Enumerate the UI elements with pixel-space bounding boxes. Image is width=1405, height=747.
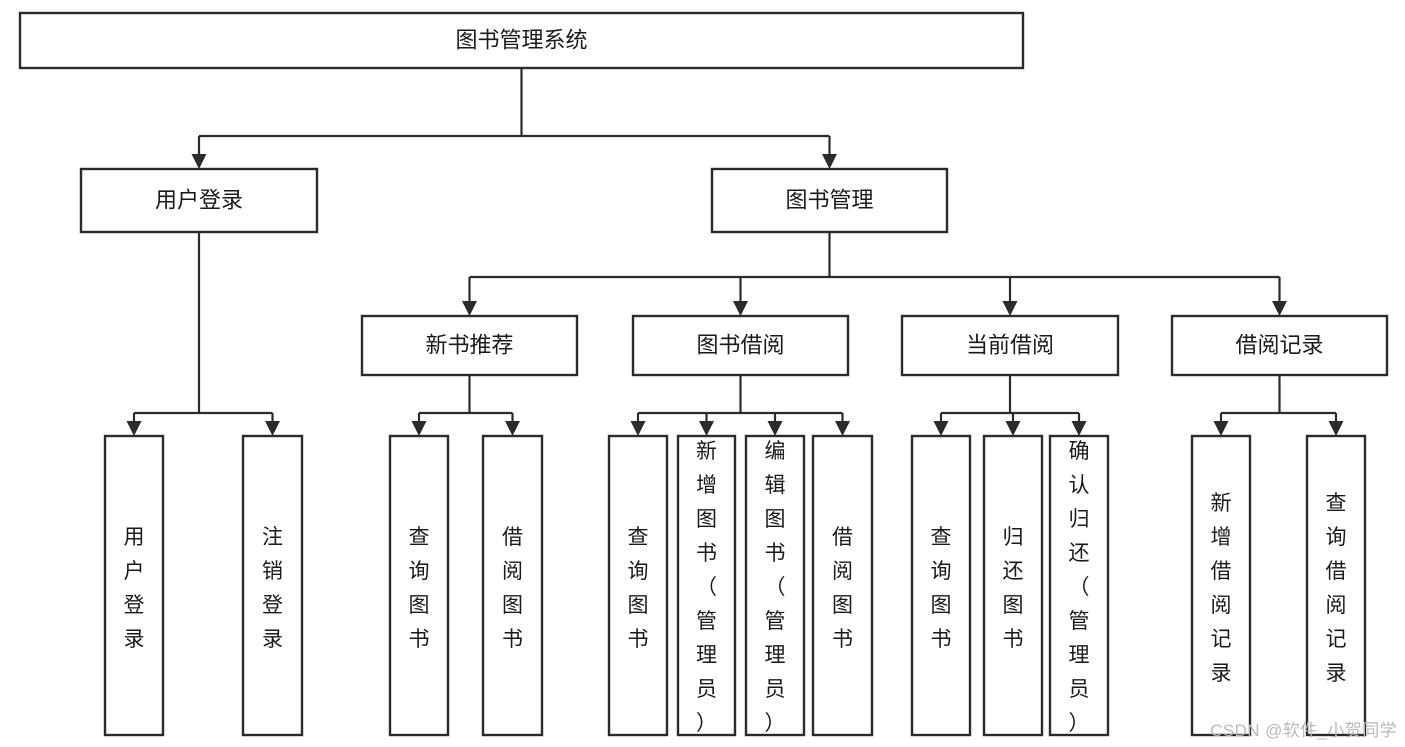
- node-box-leaf-query-book-2: [607, 434, 669, 737]
- leafgrp-current-borrow-arrow-0: [933, 421, 949, 436]
- node-leaf-query-book-2[interactable]: 查询图书: [607, 434, 669, 737]
- node-leaf-query-borrow-record[interactable]: 查询借阅记录: [1305, 434, 1367, 737]
- node-box-book-borrow: [631, 314, 850, 377]
- node-box-leaf-borrow-book-2: [811, 434, 874, 737]
- root-to-level2-arrow-0: [191, 154, 207, 169]
- node-layer: 图书管理系统用户登录图书管理新书推荐图书借阅当前借阅借阅记录用户登录注销登录查询…: [18, 11, 1389, 737]
- node-label-leaf-borrow-book-1: 借阅图书: [502, 526, 523, 651]
- node-box-leaf-query-book-3: [910, 434, 972, 737]
- node-leaf-user-login[interactable]: 用户登录: [103, 434, 165, 737]
- node-box-leaf-add-book-admin: [676, 434, 737, 737]
- node-box-leaf-add-borrow-record: [1190, 434, 1252, 737]
- node-label-current-borrow: 当前借阅: [966, 332, 1054, 357]
- node-label-leaf-query-borrow-record: 查询借阅记录: [1326, 492, 1347, 685]
- node-new-book-recommend[interactable]: 新书推荐: [360, 314, 579, 377]
- node-label-leaf-query-book-1: 查询图书: [409, 526, 430, 651]
- node-label-book-borrow: 图书借阅: [696, 332, 784, 357]
- leafgrp-book-borrow-arrow-3: [835, 421, 850, 436]
- node-box-root: [18, 11, 1025, 70]
- node-leaf-return-book[interactable]: 归还图书: [982, 434, 1044, 737]
- bookmgmt-to-level3-arrow-1: [733, 301, 748, 316]
- node-label-leaf-logout: 注销登录: [262, 526, 283, 651]
- leafgrp-book-borrow-arrow-1: [699, 421, 714, 436]
- node-leaf-add-book-admin[interactable]: 新增图书（管理员）: [676, 434, 737, 737]
- node-leaf-add-borrow-record[interactable]: 新增借阅记录: [1190, 434, 1252, 737]
- node-label-leaf-add-book-admin: 新增图书（管理员）: [696, 440, 717, 735]
- node-user-login[interactable]: 用户登录: [79, 167, 319, 234]
- node-box-new-book-recommend: [360, 314, 579, 377]
- node-label-leaf-edit-book-admin: 编辑图书（管理员）: [765, 440, 786, 735]
- node-leaf-query-book-1[interactable]: 查询图书: [388, 434, 450, 737]
- node-label-leaf-add-borrow-record: 新增借阅记录: [1211, 492, 1232, 685]
- node-box-user-login: [79, 167, 319, 234]
- node-leaf-confirm-return-admin[interactable]: 确认归还（管理员）: [1048, 434, 1110, 737]
- leafgrp-current-borrow-arrow-2: [1071, 421, 1087, 436]
- node-label-leaf-confirm-return-admin: 确认归还（管理员）: [1069, 440, 1090, 735]
- leafgrp-book-borrow-arrow-2: [767, 421, 783, 436]
- node-box-leaf-query-book-1: [388, 434, 450, 737]
- connector-layer: [126, 68, 1344, 436]
- leafgrp-borrow-record-arrow-0: [1213, 421, 1229, 436]
- csdn-watermark: CSDN @软件_小贺同学: [1210, 721, 1397, 740]
- leafgrp-borrow-record-arrow-1: [1328, 421, 1344, 436]
- node-root[interactable]: 图书管理系统: [18, 11, 1025, 70]
- leafgrp-user-login-arrow-0: [126, 421, 142, 436]
- node-box-leaf-query-borrow-record: [1305, 434, 1367, 737]
- node-book-borrow[interactable]: 图书借阅: [631, 314, 850, 377]
- node-box-leaf-borrow-book-1: [481, 434, 544, 737]
- node-box-current-borrow: [900, 314, 1120, 377]
- node-box-leaf-edit-book-admin: [744, 434, 806, 737]
- node-leaf-borrow-book-2[interactable]: 借阅图书: [811, 434, 874, 737]
- node-box-book-management: [710, 167, 949, 234]
- node-label-user-login: 用户登录: [155, 187, 243, 212]
- node-box-leaf-user-login: [103, 434, 165, 737]
- node-label-leaf-borrow-book-2: 借阅图书: [832, 526, 853, 651]
- node-label-borrow-record: 借阅记录: [1235, 332, 1323, 357]
- bookmgmt-to-level3-arrow-2: [1002, 301, 1018, 316]
- node-leaf-borrow-book-1[interactable]: 借阅图书: [481, 434, 544, 737]
- node-box-borrow-record: [1170, 314, 1389, 377]
- node-leaf-edit-book-admin[interactable]: 编辑图书（管理员）: [744, 434, 806, 737]
- node-current-borrow[interactable]: 当前借阅: [900, 314, 1120, 377]
- leafgrp-user-login-arrow-1: [265, 421, 280, 436]
- node-label-leaf-user-login: 用户登录: [124, 526, 145, 651]
- node-label-new-book-recommend: 新书推荐: [425, 332, 513, 357]
- node-label-root: 图书管理系统: [455, 27, 587, 52]
- node-leaf-logout[interactable]: 注销登录: [241, 434, 304, 737]
- leafgrp-new-book-recommend-arrow-0: [411, 421, 427, 436]
- bookmgmt-to-level3-arrow-0: [462, 301, 477, 316]
- leafgrp-current-borrow-arrow-1: [1005, 421, 1021, 436]
- leafgrp-new-book-recommend-arrow-1: [505, 421, 520, 436]
- node-book-management[interactable]: 图书管理: [710, 167, 949, 234]
- node-label-leaf-query-book-3: 查询图书: [931, 526, 952, 651]
- leafgrp-book-borrow-arrow-0: [630, 421, 646, 436]
- node-label-book-management: 图书管理: [785, 187, 873, 212]
- node-label-leaf-query-book-2: 查询图书: [628, 526, 649, 651]
- node-label-leaf-return-book: 归还图书: [1003, 526, 1024, 651]
- root-to-level2-arrow-1: [822, 154, 837, 169]
- node-box-leaf-logout: [241, 434, 304, 737]
- node-borrow-record[interactable]: 借阅记录: [1170, 314, 1389, 377]
- node-box-leaf-return-book: [982, 434, 1044, 737]
- node-box-leaf-confirm-return-admin: [1048, 434, 1110, 737]
- node-leaf-query-book-3[interactable]: 查询图书: [910, 434, 972, 737]
- bookmgmt-to-level3-arrow-3: [1272, 301, 1287, 316]
